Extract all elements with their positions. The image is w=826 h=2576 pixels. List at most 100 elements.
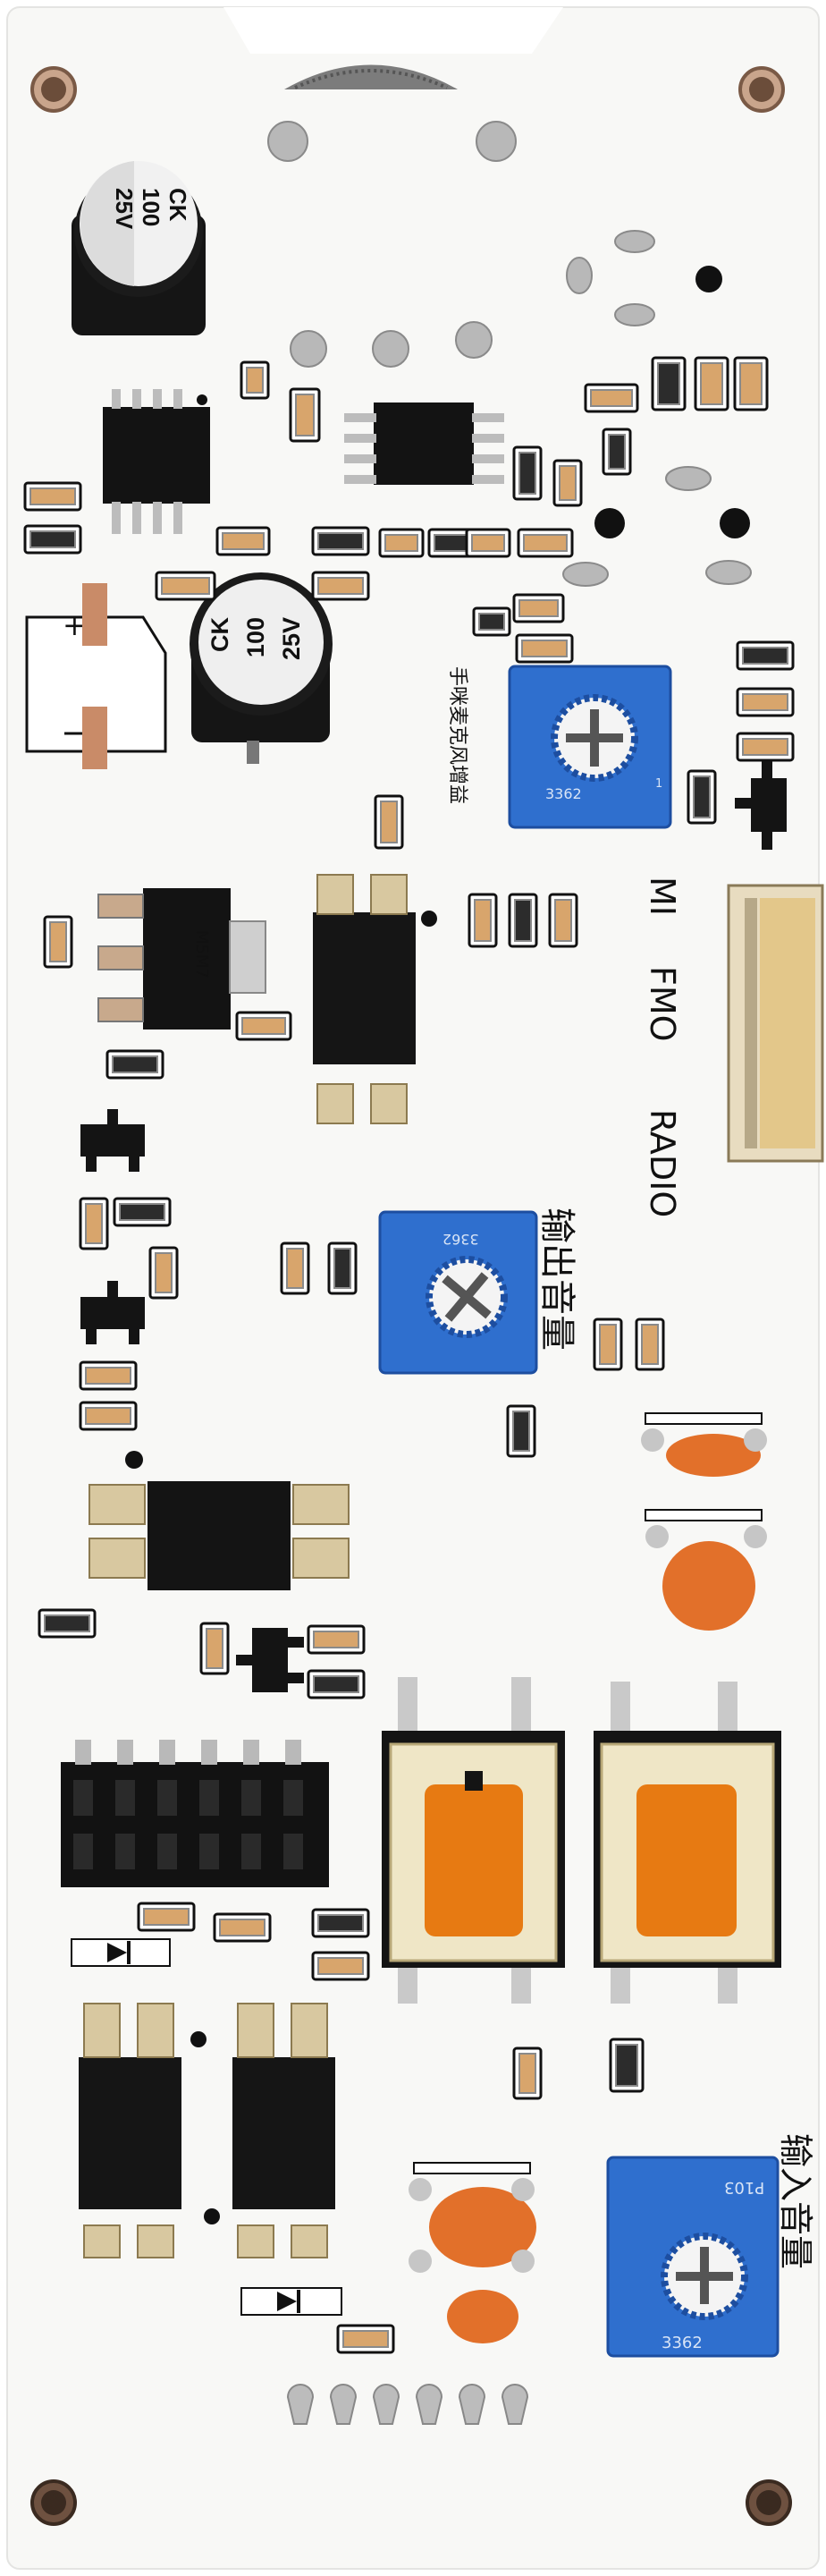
- cap2-line3: 25V: [278, 617, 305, 660]
- mount-hole-bl-core: [41, 2490, 66, 2515]
- mount-hole-tr-core: [749, 77, 774, 102]
- solder-joints: [267, 121, 752, 587]
- smd-body-19: [608, 434, 626, 470]
- smd-body-16: [657, 362, 680, 405]
- smd-body-52: [615, 2044, 638, 2087]
- ic-soic8-top: [103, 389, 210, 534]
- smd-body-4: [317, 532, 364, 550]
- sot23-transistors: [80, 760, 787, 1692]
- power-connector-outline: +: [25, 583, 167, 769]
- ic-power-package-1: [313, 874, 416, 1124]
- vias: [125, 266, 750, 2224]
- smd-body-23: [742, 693, 788, 711]
- smd-body-13: [518, 452, 536, 495]
- mode-slide-switch: [727, 884, 824, 1163]
- smd-body-46: [313, 1675, 359, 1693]
- smd-body-22: [742, 647, 788, 665]
- mount-hole-br-core: [756, 2490, 781, 2515]
- ic-soic8-middle: [344, 402, 504, 485]
- mic-gain-label: 手咪麦克风增益: [446, 666, 468, 804]
- smd-body-44: [206, 1628, 223, 1669]
- mounting-holes: [30, 66, 792, 2526]
- smd-body-30: [49, 921, 67, 962]
- cap2-line2: 100: [242, 617, 269, 657]
- mode-radio-label: RADIO: [643, 1109, 682, 1217]
- smd-body-50: [317, 1957, 364, 1975]
- mic-pot-code: 3362: [545, 785, 582, 802]
- smd-body-12: [295, 394, 315, 436]
- cap1-line1: CK: [164, 188, 191, 222]
- input-volume-label: 输入音量: [776, 2133, 815, 2269]
- mic-gain-potentiometer: 3362 1: [508, 665, 672, 829]
- smd-body-41: [85, 1367, 131, 1385]
- cap1-line3: 25V: [111, 188, 138, 230]
- ic-power-package-2: [79, 2003, 181, 2258]
- smd-body-25: [693, 775, 711, 818]
- smd-body-11: [246, 367, 264, 394]
- input-volume-potentiometer: P103 3362: [606, 2156, 780, 2358]
- smd-body-0: [30, 487, 76, 505]
- smd-body-17: [700, 362, 723, 405]
- coil-2: [594, 1682, 781, 2004]
- cap2-line1: CK: [206, 617, 233, 652]
- smd-body-29: [554, 899, 572, 942]
- smd-body-45: [313, 1631, 359, 1648]
- smd-body-14: [559, 465, 577, 501]
- smd-body-37: [333, 1248, 351, 1289]
- smd-body-32: [241, 1017, 286, 1035]
- smd-body-40: [512, 1411, 530, 1452]
- smd-body-38: [599, 1324, 617, 1365]
- smd-body-20: [518, 599, 559, 617]
- smd-body-9: [523, 534, 568, 552]
- smd-body-28: [514, 899, 532, 942]
- ic-relay-chip: [88, 1481, 350, 1590]
- smd-body-15: [590, 389, 633, 407]
- output-pot-code: 3362: [442, 1231, 479, 1248]
- smd-body-21: [521, 640, 568, 657]
- sot223-marking: M5M7: [192, 930, 211, 979]
- output-volume-label: 输出音量: [536, 1208, 577, 1351]
- ic-power-package-3: [232, 2003, 335, 2258]
- electrolytic-capacitor-1: CK 100 25V: [72, 161, 206, 335]
- thumbwheel-gear: [284, 64, 458, 89]
- smd-body-47: [143, 1908, 190, 1926]
- smd-body-43: [44, 1614, 90, 1632]
- smd-body-10: [478, 613, 505, 631]
- ceramic-capacitors: [409, 1412, 767, 2343]
- smd-body-18: [739, 362, 763, 405]
- smd-body-26: [380, 801, 398, 843]
- input-pot-value: P103: [724, 2178, 764, 2197]
- smd-body-51: [518, 2053, 536, 2094]
- coil-1: [382, 1677, 565, 2004]
- smd-body-49: [317, 1914, 364, 1932]
- board-notch: [223, 7, 563, 54]
- smd-body-3: [222, 532, 265, 550]
- smd-body-31: [112, 1055, 158, 1073]
- mic-pot-side: 1: [655, 777, 662, 791]
- mode-mi-label: MI: [643, 877, 682, 916]
- smd-body-27: [474, 899, 492, 942]
- thumbwheel-teeth: [294, 69, 448, 89]
- smd-body-24: [742, 738, 788, 756]
- ic-sot223: M5M7: [97, 888, 266, 1030]
- output-volume-potentiometer: 3362: [378, 1210, 538, 1375]
- mount-hole-tl-core: [41, 77, 66, 102]
- smd-body-5: [317, 577, 364, 595]
- edge-pins: [286, 2384, 529, 2425]
- smd-body-42: [85, 1407, 131, 1425]
- smd-body-48: [219, 1919, 266, 1936]
- smd-body-7: [434, 534, 468, 552]
- electrolytic-capacitor-2: CK 100 25V: [190, 572, 333, 764]
- smd-body-34: [119, 1203, 165, 1221]
- mode-fmo-label: FMO: [643, 966, 682, 1042]
- smd-body-36: [286, 1248, 304, 1289]
- smd-body-1: [30, 530, 76, 548]
- smd-parts: [23, 356, 795, 2354]
- smd-body-35: [155, 1252, 173, 1293]
- smd-body-2: [161, 577, 210, 595]
- smd-body-8: [471, 534, 505, 552]
- smd-body-33: [85, 1203, 103, 1244]
- diodes: [71, 1938, 342, 2316]
- smd-body-6: [384, 534, 418, 552]
